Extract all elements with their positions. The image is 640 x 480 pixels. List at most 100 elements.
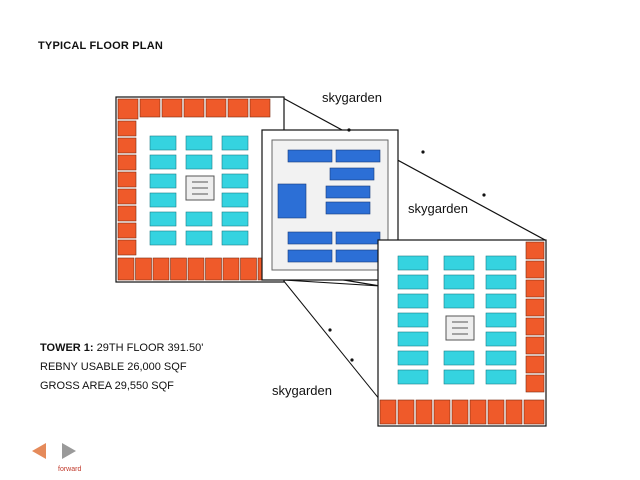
desk-cluster	[485, 350, 517, 366]
desk-cluster	[443, 350, 475, 366]
lower-wing-offices	[379, 241, 545, 425]
office	[487, 399, 505, 425]
office	[505, 399, 523, 425]
office	[170, 257, 187, 281]
office	[525, 241, 545, 260]
desk-cluster	[485, 255, 517, 271]
desk-cluster	[397, 293, 429, 309]
office	[469, 399, 487, 425]
office	[525, 336, 545, 355]
office	[525, 355, 545, 374]
desk-cluster	[485, 293, 517, 309]
desk-cluster	[443, 255, 475, 271]
desk-cluster	[221, 211, 249, 227]
elevator-bank	[335, 231, 381, 245]
elevator-bank	[325, 185, 371, 199]
desk-cluster	[397, 312, 429, 328]
forward-label[interactable]: forward	[58, 466, 82, 473]
tower-floor: 29TH FLOOR 391.50'	[96, 342, 204, 354]
office	[525, 260, 545, 279]
office	[117, 120, 137, 137]
office	[525, 317, 545, 336]
elevator-bank	[287, 149, 333, 163]
desk-cluster	[149, 173, 177, 189]
desk-cluster	[149, 230, 177, 246]
desk-cluster	[221, 192, 249, 208]
office	[525, 279, 545, 298]
desk-cluster	[485, 274, 517, 290]
office	[187, 257, 205, 281]
desk-cluster	[185, 135, 213, 151]
office	[117, 239, 137, 256]
office	[240, 257, 257, 281]
desk-cluster	[443, 369, 475, 385]
office	[205, 98, 227, 118]
office	[117, 222, 137, 239]
forward-arrow-icon[interactable]	[60, 442, 78, 460]
desk-cluster	[149, 211, 177, 227]
core-elevators	[277, 149, 381, 263]
lower-skygarden-area	[281, 279, 381, 402]
desk-cluster	[443, 293, 475, 309]
office	[117, 137, 137, 154]
desk-cluster	[149, 192, 177, 208]
office	[379, 399, 397, 425]
desk-cluster	[443, 274, 475, 290]
office	[227, 98, 249, 118]
office	[117, 257, 135, 281]
tower-name: TOWER 1:	[40, 342, 94, 354]
office	[161, 98, 183, 118]
office	[397, 399, 415, 425]
desk-cluster	[397, 331, 429, 347]
skygarden-label-bottom: skygarden	[272, 383, 332, 398]
desk-cluster	[397, 255, 429, 271]
desk-cluster	[221, 135, 249, 151]
office	[152, 257, 170, 281]
elevator-bank	[325, 201, 371, 215]
tower-usable: REBNY USABLE 26,000 SQF	[40, 361, 187, 373]
elevator-bank	[335, 249, 381, 263]
lower-wing-desks	[397, 255, 517, 385]
desk-cluster	[221, 230, 249, 246]
office	[117, 188, 137, 205]
office	[205, 257, 222, 281]
desk-cluster	[397, 274, 429, 290]
desk-cluster	[485, 331, 517, 347]
skygarden-label-top: skygarden	[322, 90, 382, 105]
office	[117, 154, 137, 171]
page-title: TYPICAL FLOOR PLAN	[38, 40, 164, 52]
office	[139, 98, 161, 118]
office	[117, 205, 137, 222]
desk-cluster	[485, 312, 517, 328]
desk-cluster	[397, 369, 429, 385]
elevator-bank	[287, 249, 333, 263]
elevator-bank	[287, 231, 333, 245]
desk-cluster	[185, 211, 213, 227]
office	[183, 98, 205, 118]
elevator-bank	[335, 149, 381, 163]
office	[222, 257, 240, 281]
upper-wing-desks	[149, 135, 249, 246]
freight-elevator	[277, 183, 307, 219]
desk-cluster	[485, 369, 517, 385]
office	[451, 399, 469, 425]
back-arrow-icon[interactable]	[30, 442, 48, 460]
office	[117, 171, 137, 188]
upper-wing-offices	[117, 98, 275, 281]
desk-cluster	[221, 154, 249, 170]
desk-cluster	[149, 135, 177, 151]
office	[525, 374, 545, 393]
office	[525, 298, 545, 317]
desk-cluster	[221, 173, 249, 189]
office	[249, 98, 271, 118]
desk-cluster	[185, 154, 213, 170]
desk-cluster	[185, 230, 213, 246]
tower-info: TOWER 1: 29TH FLOOR 391.50' REBNY USABLE…	[40, 339, 203, 396]
corner-office	[523, 399, 545, 425]
elevator-bank	[329, 167, 375, 181]
skygarden-label-middle: skygarden	[408, 201, 468, 216]
office	[433, 399, 451, 425]
desk-cluster	[397, 350, 429, 366]
corner-office	[117, 98, 139, 120]
